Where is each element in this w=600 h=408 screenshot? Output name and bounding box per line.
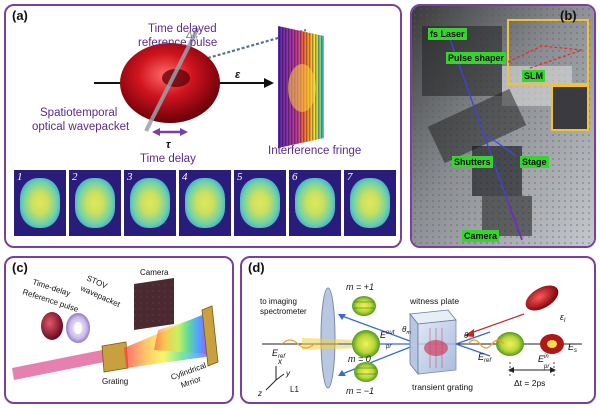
shutters-tag: Shutters: [452, 156, 493, 168]
e-ref-left: E: [272, 348, 279, 358]
theta-m-sub: m: [406, 330, 411, 336]
wavepacket-label: Spatiotemporal: [40, 107, 117, 119]
svg-text:εl: εl: [560, 312, 566, 324]
delta-t-subscript: r: [196, 35, 199, 42]
pulse-m-zero: [352, 330, 380, 358]
reference-pulse-ball: [41, 312, 63, 340]
interference-frame: 5: [234, 170, 286, 236]
e-ref-right: E: [478, 352, 485, 362]
e-ref-left-sub: ref: [278, 354, 286, 360]
svg-text:Ein: Ein: [538, 354, 549, 364]
tau-symbol: τ: [166, 139, 171, 151]
time-delay-label: Time delay: [140, 153, 196, 165]
e-out-sup: out: [386, 330, 395, 336]
eps-l-sub: l: [564, 318, 566, 324]
reference-pulse-label: Time delayed: [148, 23, 217, 35]
slm-tag: SLM: [522, 70, 545, 82]
laser-tag: fs Laser: [428, 28, 467, 40]
imaging-label-1: to imaging: [260, 297, 297, 306]
panel-c: (c): [4, 256, 234, 404]
interference-frame: 2: [69, 170, 121, 236]
axis-x-label: x: [277, 357, 283, 366]
pulse-m-plus: [352, 296, 376, 316]
grating-element: [101, 341, 129, 373]
lens-label: L1: [290, 385, 299, 394]
panel-a-diagram: Time delayed reference pulse Δtr ε Spati…: [32, 23, 361, 165]
panel-d-diagram: to imaging spectrometer m = +1 m = 0 m =…: [257, 282, 582, 398]
axis-z-label: z: [257, 389, 262, 398]
pump-pulse: [525, 285, 559, 311]
slm-inset-box: [507, 19, 589, 85]
m-minus-label: m = −1: [346, 386, 374, 396]
panel-d-label: (d): [248, 260, 265, 275]
panel-a-label: (a): [12, 8, 28, 23]
interference-frame: 3: [124, 170, 176, 236]
theta-label: θ: [464, 331, 469, 340]
epsilon-symbol: ε: [235, 69, 241, 81]
e-in-sup: in: [544, 354, 549, 360]
frame-number: 3: [127, 171, 133, 183]
panel-a: (a): [4, 4, 402, 248]
lens-l1: [320, 287, 336, 389]
frame-number: 1: [17, 171, 23, 183]
panel-c-label: (c): [12, 260, 28, 275]
lab-photo: [412, 6, 594, 246]
interference-frame: 6: [289, 170, 341, 236]
grating-label: Grating: [102, 377, 128, 386]
panel-c-diagram: Camera Time-delay Reference pulse STOV w…: [12, 268, 219, 390]
pulse-shaper-tag: Pulse shaper: [446, 52, 507, 64]
m-zero-label: m = 0: [348, 354, 371, 364]
frame-number: 5: [237, 171, 243, 183]
e-ref-right-sub: ref: [484, 358, 492, 364]
camera-tag: Camera: [462, 230, 500, 242]
axis-y-label: y: [285, 369, 291, 378]
svg-text:Es: Es: [568, 342, 577, 354]
delta-t-label: Δt = 2ps: [514, 378, 545, 388]
interference-frame: 7: [344, 170, 396, 236]
eps-l: ε: [560, 312, 565, 322]
reference-pulse-path: [207, 28, 307, 60]
interference-label: Interference fringe: [268, 145, 361, 157]
imaging-label-2: spectrometer: [260, 307, 307, 316]
interference-frame: 4: [179, 170, 231, 236]
frame-number: 6: [292, 171, 298, 183]
witness-label: witness plate: [409, 296, 459, 306]
frame-number: 2: [72, 171, 78, 183]
interference-frame: 1: [14, 170, 66, 236]
pulse-ref-right: [496, 332, 524, 356]
reference-pulse-label-2: reference pulse: [138, 37, 217, 49]
laptop-inset-box: [551, 85, 589, 131]
svg-text:Eout: Eout: [380, 330, 395, 340]
frame-number: 4: [182, 171, 188, 183]
wavepacket-label-2: optical wavepacket: [32, 121, 130, 133]
e-in: E: [538, 354, 545, 364]
e-s-sub: s: [574, 348, 577, 354]
e-out-sub: pr: [385, 344, 392, 350]
theta-m: θ: [402, 325, 407, 334]
e-out: E: [380, 330, 387, 340]
pulse-m-minus: [354, 362, 378, 382]
svg-text:θm: θm: [402, 325, 411, 336]
svg-text:Eref: Eref: [272, 348, 286, 360]
m-plus-label: m = +1: [346, 282, 374, 292]
e-s: E: [568, 342, 575, 352]
panel-b-label: (b): [560, 8, 577, 23]
delta-t-symbol: Δt: [185, 30, 197, 41]
svg-text:Δtr: Δtr: [185, 30, 199, 42]
cylindrical-mirror: [201, 305, 219, 367]
svg-text:Eref: Eref: [478, 352, 492, 364]
panel-b: (b) fs Laser Pulse shaper SLM Shutters S…: [410, 4, 596, 248]
panel-d: (d): [240, 256, 596, 404]
e-in-sub: pr: [543, 364, 550, 370]
camera-label: Camera: [140, 268, 169, 277]
reference-plane: [144, 27, 200, 132]
transient-label: transient grating: [412, 382, 473, 392]
stage-tag: Stage: [520, 156, 549, 168]
frame-number: 7: [347, 171, 353, 183]
